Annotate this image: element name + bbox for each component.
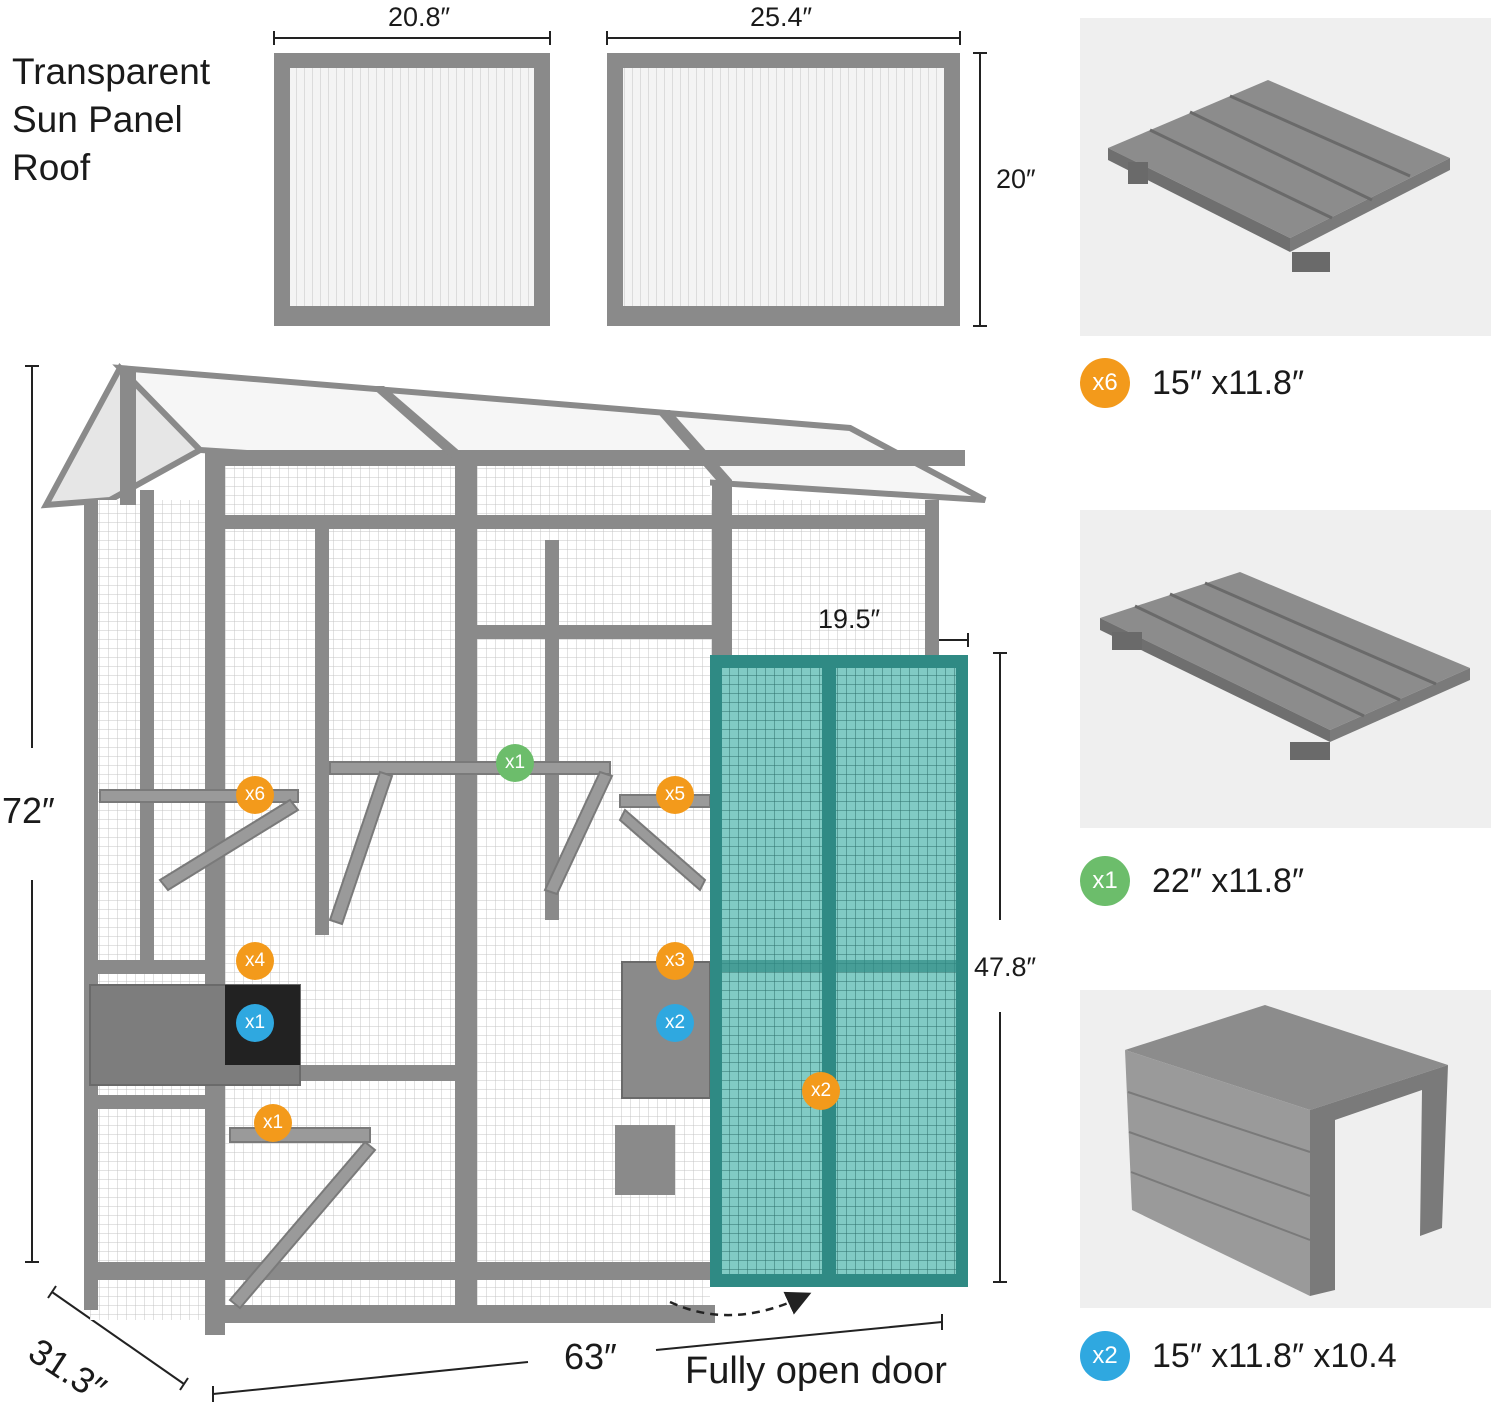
spec-shelf-size: 15″ x11.8″ xyxy=(1152,363,1304,402)
badge-shelf-x3: x3 xyxy=(656,942,694,980)
spec-long-shelf-count: x1 xyxy=(1080,856,1130,906)
door-width: 19.5″ xyxy=(818,604,881,634)
roof-panel-right xyxy=(607,53,960,326)
open-door xyxy=(710,655,968,1287)
spec-shelf-count: x6 xyxy=(1080,358,1130,408)
roof-title-line-1: Transparent xyxy=(12,51,211,92)
roof-panel-left-width: 20.8″ xyxy=(388,2,451,32)
spec-cat-house: x2 15″ x11.8″ x10.4 xyxy=(1080,1330,1397,1382)
roof-panel-right-width: 25.4″ xyxy=(750,2,813,32)
roof-title-line-3: Roof xyxy=(12,147,91,188)
spec-cat-house-size: 15″ x11.8″ x10.4 xyxy=(1152,1336,1397,1375)
part-shelf-card xyxy=(1080,18,1491,336)
part-long-shelf-card xyxy=(1080,510,1491,828)
part-cat-house-card xyxy=(1080,990,1491,1308)
door-caption: Fully open door xyxy=(685,1350,947,1392)
badge-shelf-x1: x1 xyxy=(254,1104,292,1142)
badge-shelf-x2: x2 xyxy=(802,1072,840,1110)
roof-panel-height: 20″ xyxy=(996,164,1036,194)
overall-dimension-lines xyxy=(25,365,1007,1402)
badge-long-shelf-x1: x1 xyxy=(496,744,534,782)
badge-shelf-x6: x6 xyxy=(236,776,274,814)
spec-long-shelf-size: 22″ x11.8″ xyxy=(1152,861,1304,900)
spec-long-shelf: x1 22″ x11.8″ xyxy=(1080,855,1304,907)
roof-title: Transparent Sun Panel Roof xyxy=(12,48,210,192)
badge-house-x1: x1 xyxy=(236,1004,274,1042)
catio-enclosure xyxy=(40,362,987,1335)
overall-width: 63″ xyxy=(564,1336,617,1377)
roof-title-line-2: Sun Panel xyxy=(12,99,183,140)
badge-shelf-x5: x5 xyxy=(656,776,694,814)
roof-dimension-lines xyxy=(273,31,987,327)
spec-shelf: x6 15″ x11.8″ xyxy=(1080,357,1304,409)
badge-house-x2: x2 xyxy=(656,1004,694,1042)
badge-shelf-x4: x4 xyxy=(236,942,274,980)
roof-panel-left xyxy=(274,53,550,326)
overall-height: 72″ xyxy=(2,790,55,831)
door-height: 47.8″ xyxy=(974,952,1037,982)
spec-cat-house-count: x2 xyxy=(1080,1331,1130,1381)
